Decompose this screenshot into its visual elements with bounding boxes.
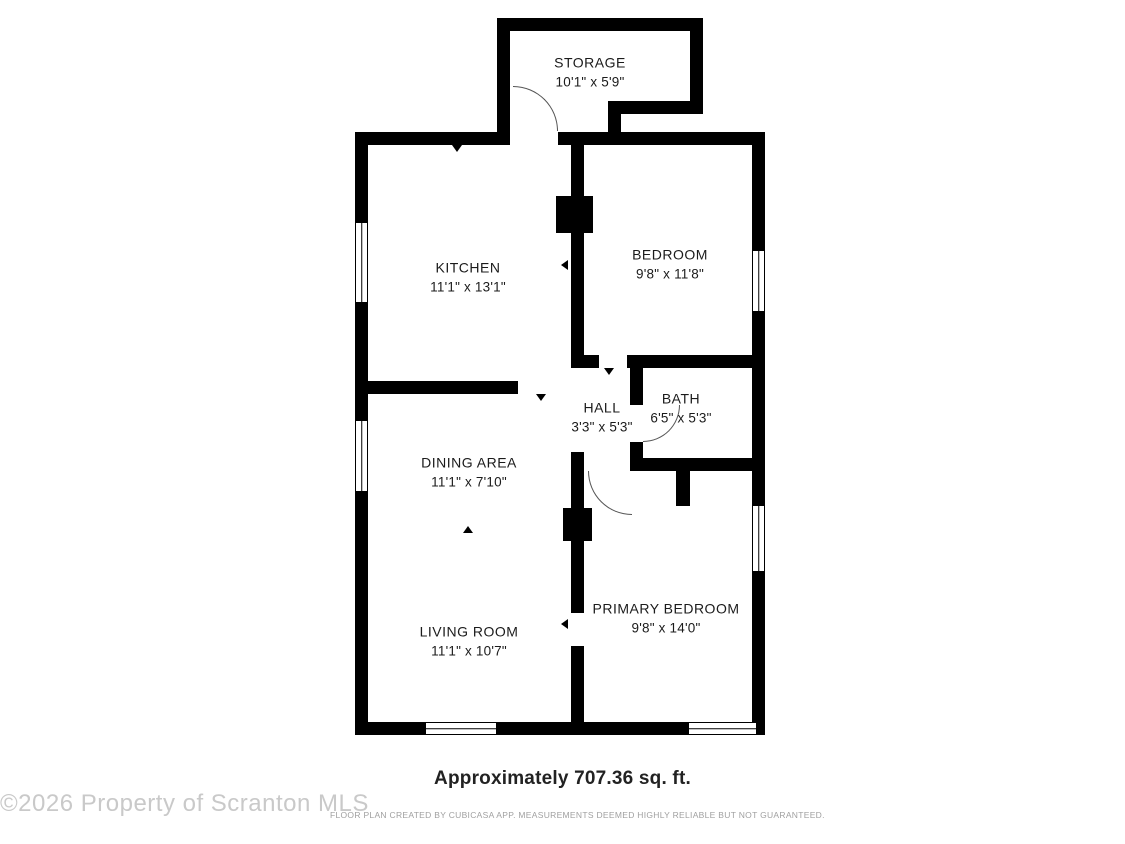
primary-bedroom-door-arc xyxy=(588,471,632,515)
chimney-block xyxy=(556,196,593,233)
wall-kitchen-bedroom-lower xyxy=(571,233,584,368)
room-dims: 3'3" x 5'3" xyxy=(571,419,633,435)
window-bedroom xyxy=(752,250,765,312)
wall-bedroom-bath xyxy=(627,355,765,368)
wall-dining-hall xyxy=(571,452,584,512)
opening-marker-icon xyxy=(561,260,568,270)
window-primary-side xyxy=(752,505,765,572)
opening-marker-icon xyxy=(536,394,546,401)
room-name: BEDROOM xyxy=(632,246,708,263)
opening-marker-icon xyxy=(561,619,568,629)
room-label-primary-bedroom: PRIMARY BEDROOM 9'8" x 14'0" xyxy=(592,601,739,636)
window-living xyxy=(425,722,497,735)
room-name: PRIMARY BEDROOM xyxy=(592,600,740,617)
disclaimer-text: FLOOR PLAN CREATED BY CUBICASA APP. MEAS… xyxy=(330,810,825,820)
room-name: KITCHEN xyxy=(435,259,501,276)
wall-bedroom-hall xyxy=(571,355,599,368)
room-dims: 11'1" x 7'10" xyxy=(431,474,507,490)
room-label-kitchen: KITCHEN 11'1" x 13'1" xyxy=(430,260,506,295)
watermark-text: ©2026 Property of Scranton MLS xyxy=(0,790,369,817)
window-dining xyxy=(355,420,368,492)
duct-block xyxy=(563,508,592,541)
room-label-bath: BATH 6'5" x 5'3" xyxy=(650,391,711,426)
wall-living-primary-upper xyxy=(571,541,584,613)
room-name: LIVING ROOM xyxy=(419,623,519,640)
wall-exterior-top-right xyxy=(558,132,765,145)
wall-kitchen-dining xyxy=(355,381,518,394)
wall-primary-stub xyxy=(676,471,690,506)
storage-door-arc xyxy=(513,86,558,131)
wall-living-primary-lower xyxy=(571,646,584,722)
room-dims: 10'1" x 5'9" xyxy=(555,74,625,90)
wall-exterior-right xyxy=(752,132,765,735)
room-dims: 9'8" x 11'8" xyxy=(636,266,704,282)
total-area-text: Approximately 707.36 sq. ft. xyxy=(434,768,691,789)
room-dims: 9'8" x 14'0" xyxy=(631,620,701,636)
room-label-storage: STORAGE 10'1" x 5'9" xyxy=(554,55,626,90)
wall-kitchen-bedroom-upper xyxy=(571,145,584,196)
wall-storage-step-h xyxy=(608,101,703,114)
room-label-living-room: LIVING ROOM 11'1" x 10'7" xyxy=(420,624,519,659)
wall-storage-left xyxy=(497,18,510,145)
window-primary-bottom xyxy=(688,722,757,735)
room-name: BATH xyxy=(661,390,701,407)
window-kitchen xyxy=(355,222,368,303)
opening-marker-icon xyxy=(463,526,473,533)
room-dims: 6'5" x 5'3" xyxy=(650,410,712,426)
wall-bath-bottom xyxy=(630,458,765,471)
room-name: STORAGE xyxy=(554,54,626,71)
room-name: DINING AREA xyxy=(421,454,517,471)
room-dims: 11'1" x 13'1" xyxy=(430,279,506,295)
wall-storage-top xyxy=(497,18,703,31)
opening-marker-icon xyxy=(452,145,462,152)
room-dims: 11'1" x 10'7" xyxy=(431,643,507,659)
wall-exterior-top-left xyxy=(355,132,510,145)
wall-storage-right xyxy=(690,18,703,114)
room-label-dining-area: DINING AREA 11'1" x 7'10" xyxy=(421,455,517,490)
wall-hall-bath-upper xyxy=(630,368,643,405)
opening-marker-icon xyxy=(604,368,614,375)
room-label-bedroom: BEDROOM 9'8" x 11'8" xyxy=(632,247,708,282)
room-name: HALL xyxy=(583,399,621,416)
room-label-hall: HALL 3'3" x 5'3" xyxy=(571,400,632,435)
